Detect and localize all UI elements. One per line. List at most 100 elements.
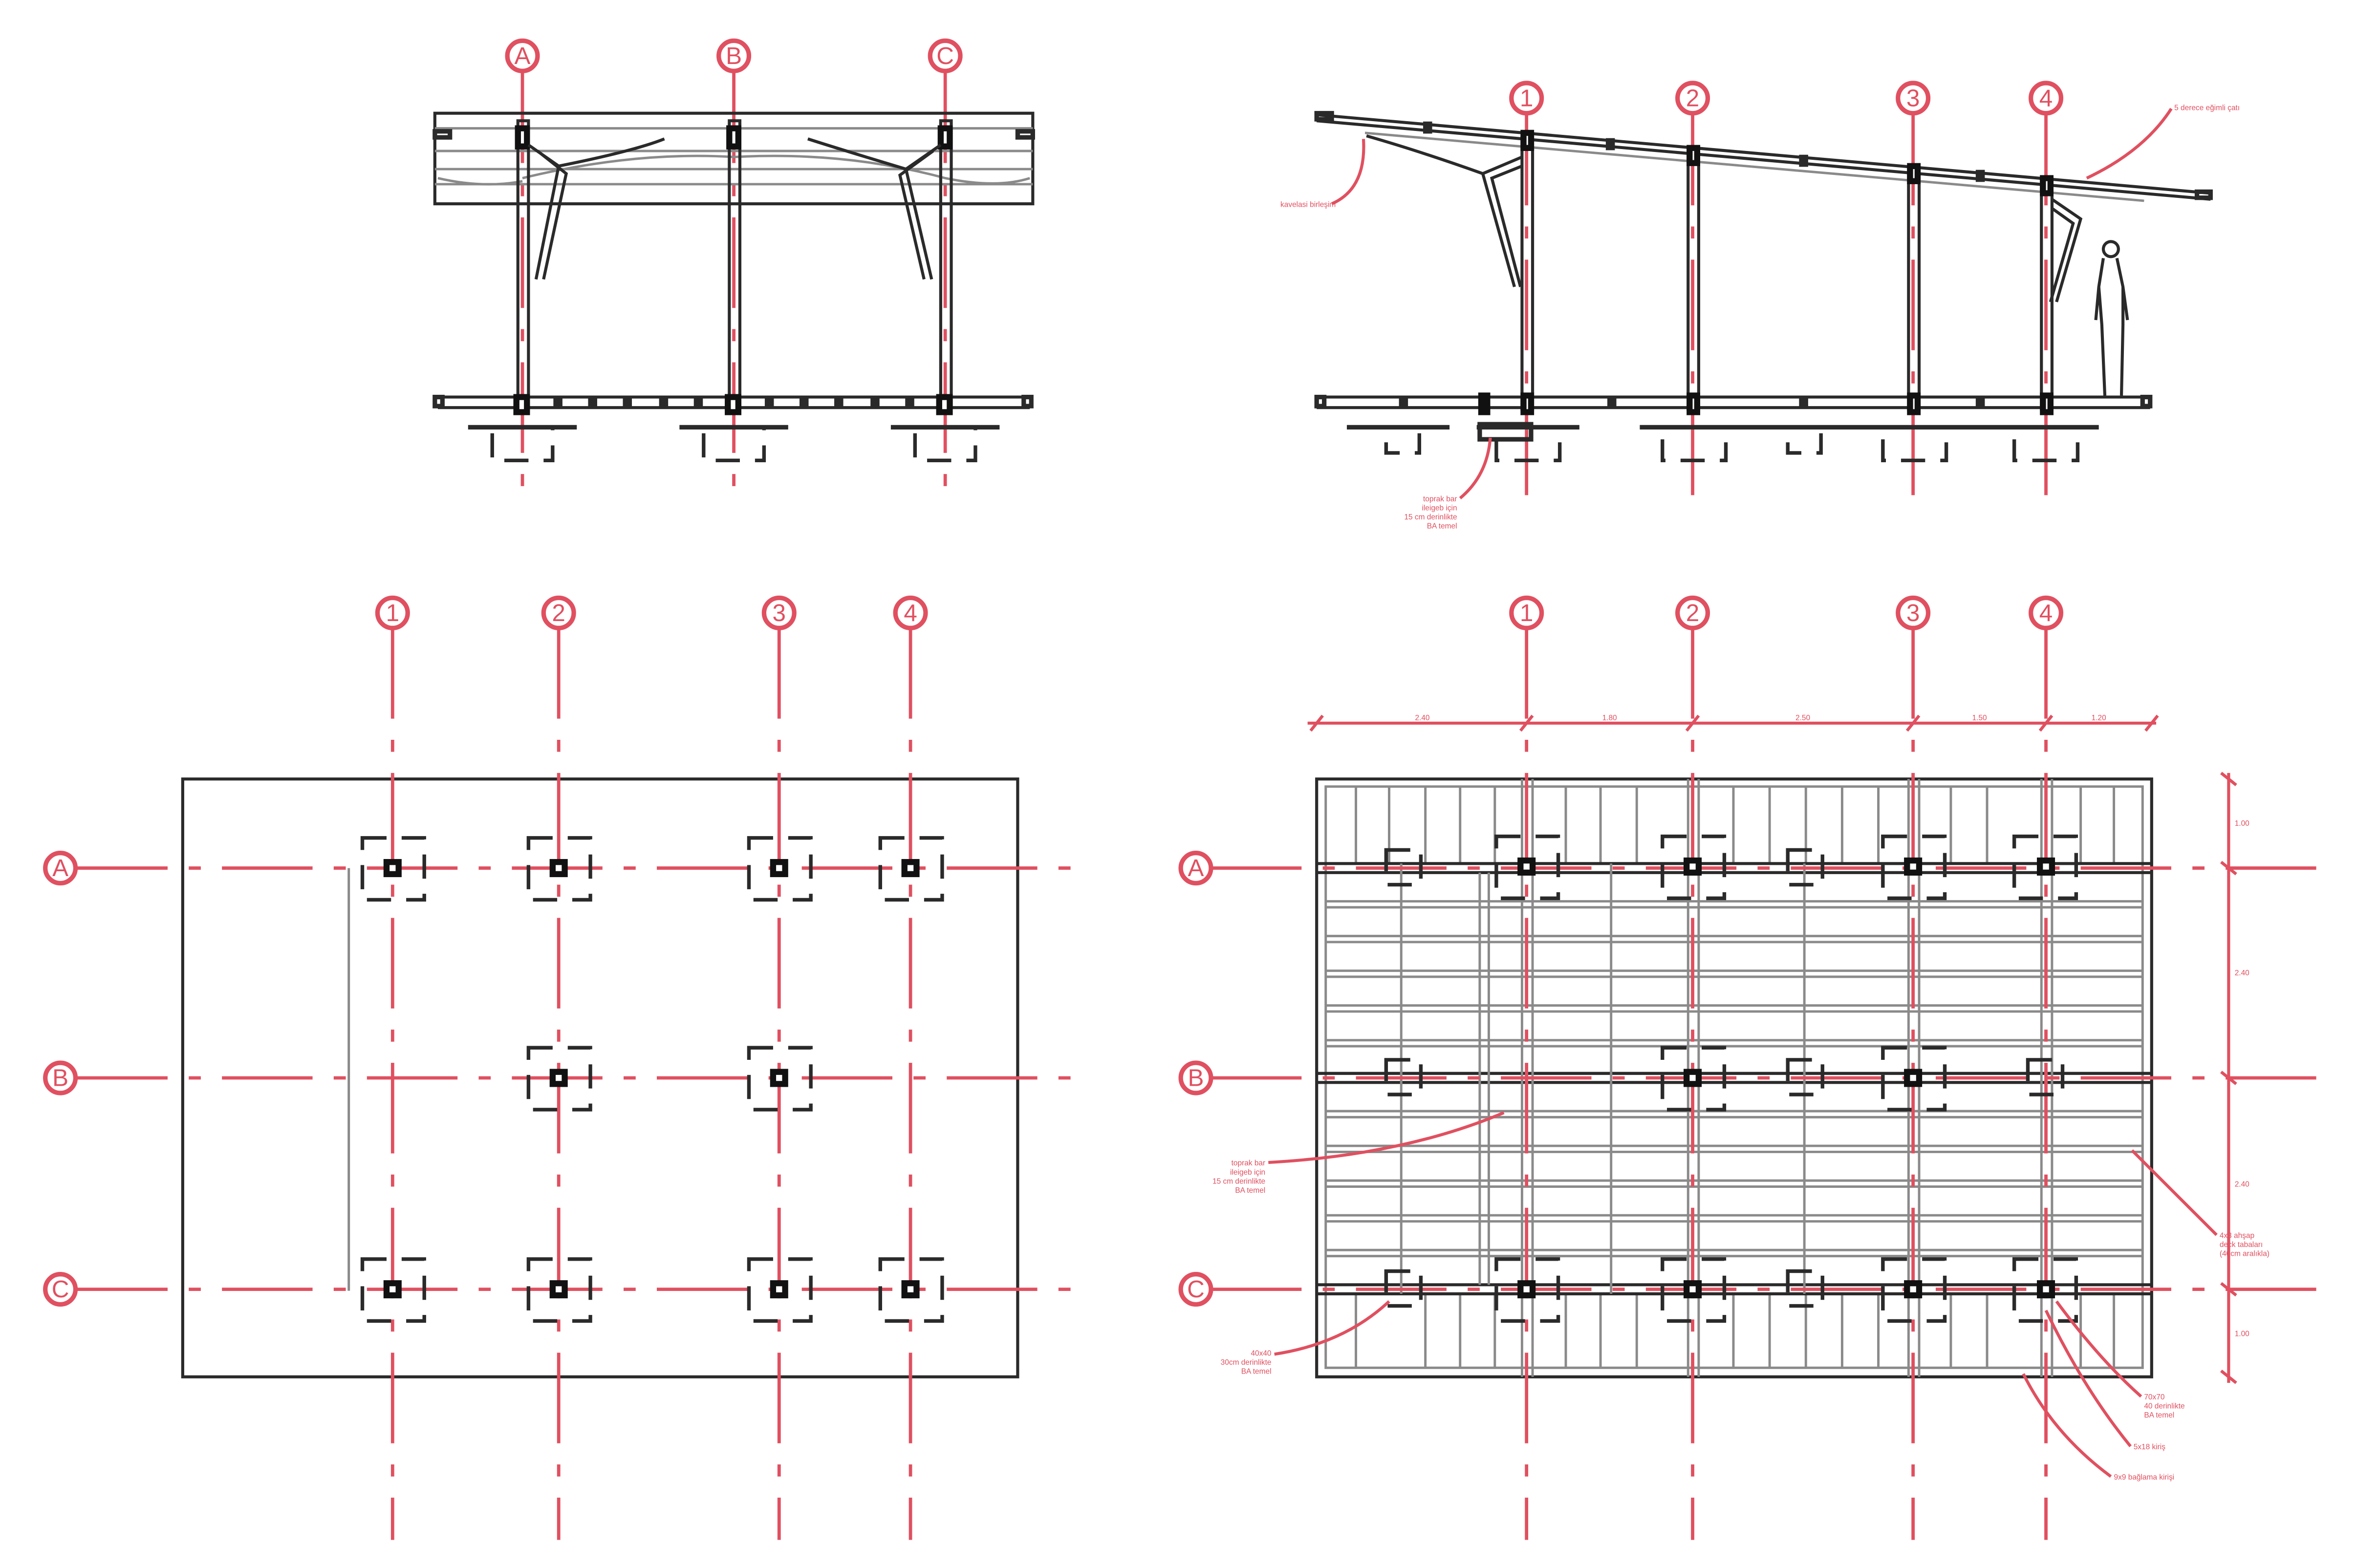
grid-bubble-a-framing: A <box>1178 851 1213 886</box>
front-elevation: A B C <box>432 38 1035 506</box>
grid-bubble-c-framing: C <box>1178 1272 1213 1307</box>
svg-text:3: 3 <box>773 600 786 626</box>
horizontal-dimensions: 2.40 1.80 2.50 1.50 1.20 <box>1307 714 2159 732</box>
joint-label: kavelasi birleşim <box>1280 200 1336 209</box>
pad-footing-label-2: 30cm derinlikte <box>1221 1358 1272 1367</box>
grid-bubble-3-section: 3 <box>1896 81 1931 116</box>
framing-footing-a1 <box>1494 834 1560 901</box>
framing-footing-c3 <box>1881 1257 1947 1323</box>
footing-c1 <box>360 1257 426 1323</box>
svg-text:B: B <box>52 1065 68 1092</box>
side-elevation: 1 2 3 4 <box>1280 81 2240 530</box>
svg-text:A: A <box>52 855 68 881</box>
dim-h-2: 1.80 <box>1602 714 1617 722</box>
column-footing-label-3: BA temel <box>2144 1411 2174 1419</box>
soil-beam-footing-label-2: ileigeb için <box>1422 504 1457 512</box>
grid-bubble-2-framing: 2 <box>1675 595 1710 630</box>
soil-beam-footing-label-4: BA temel <box>1427 522 1457 530</box>
beam-label: 5x18 kiriş <box>2134 1443 2165 1451</box>
tie-beam-note: 9x9 bağlama kirişi <box>2022 1373 2175 1482</box>
tie-beam-label: 9x9 bağlama kirişi <box>2114 1473 2175 1482</box>
foundation-plan: 1 2 3 4 A B C <box>43 595 1087 1540</box>
svg-text:4: 4 <box>2039 85 2053 111</box>
svg-text:1: 1 <box>1520 85 1533 111</box>
column-footing-label-1: 70x70 <box>2144 1393 2164 1401</box>
deck-floor-label-3: (40cm aralıkla) <box>2220 1250 2270 1258</box>
footing-a3 <box>747 836 813 902</box>
framing-footing-a2 <box>1661 834 1727 901</box>
section-post-3 <box>1907 163 1921 411</box>
soil-beam-footing-label-3: 15 cm derinlikte <box>1404 513 1457 521</box>
grid-bubble-2-section: 2 <box>1675 81 1710 116</box>
soil-beam-plan-label-3: 15 cm derinlikte <box>1212 1177 1265 1185</box>
framing-footing-c0 <box>1384 1269 1423 1308</box>
svg-text:2: 2 <box>1686 85 1700 111</box>
grid-bubble-c-foundation: C <box>43 1272 78 1307</box>
grid-bubble-b-framing: B <box>1178 1060 1213 1095</box>
footing-c3 <box>747 1257 813 1323</box>
framing-footing-c25 <box>1786 1269 1824 1308</box>
framing-footing-c1 <box>1494 1257 1560 1323</box>
soil-beam-plan-label-4: BA temel <box>1235 1186 1265 1195</box>
svg-text:2: 2 <box>1686 600 1700 626</box>
svg-text:1: 1 <box>1520 600 1533 626</box>
svg-text:A: A <box>515 43 531 69</box>
footing-c2 <box>526 1257 592 1323</box>
column-footing-label-2: 40 derinlikte <box>2144 1402 2184 1411</box>
soil-beam-footing-label-1: toprak bar <box>1423 495 1457 503</box>
grid-bubble-1-section: 1 <box>1509 81 1544 116</box>
svg-text:C: C <box>52 1276 69 1303</box>
grid-bubble-a-foundation: A <box>43 851 78 886</box>
grid-bubble-4-section: 4 <box>2028 81 2064 116</box>
framing-plan: 1 2 3 4 A B C <box>1178 595 2333 1540</box>
soil-beam-plan-label-2: ileigeb için <box>1230 1168 1265 1177</box>
dim-v-3: 2.40 <box>2235 1180 2249 1188</box>
soil-beam-plan-label-1: toprak bar <box>1232 1159 1266 1167</box>
deck-floor-label-2: deck tabaları <box>2220 1241 2263 1249</box>
column-footing-note: 70x70 40 derinlikte BA temel <box>2055 1300 2185 1419</box>
grid-bubble-4-framing: 4 <box>2028 595 2064 630</box>
framing-footing-b0 <box>1384 1058 1423 1096</box>
footing-a1 <box>360 836 426 902</box>
pad-footing-label-1: 40x40 <box>1251 1350 1271 1358</box>
svg-text:B: B <box>1188 1065 1204 1092</box>
section-post-4 <box>2040 175 2083 411</box>
pad-footing-note: 40x40 30cm derinlikte BA temel <box>1221 1300 1390 1376</box>
grid-bubble-b-elevation: B <box>716 38 752 73</box>
framing-footing-c4 <box>2012 1257 2078 1323</box>
framing-footing-a3 <box>1881 834 1947 901</box>
svg-text:C: C <box>936 43 954 69</box>
dim-h-4: 1.50 <box>1972 714 1987 722</box>
dim-v-2: 2.40 <box>2235 969 2249 977</box>
framing-footing-a25 <box>1786 848 1824 887</box>
beam-note: 5x18 kiriş <box>2044 1310 2165 1451</box>
vertical-dimensions: 1.00 2.40 2.40 1.00 <box>2220 772 2249 1384</box>
svg-text:1: 1 <box>386 600 400 626</box>
svg-text:C: C <box>1187 1276 1205 1303</box>
svg-text:4: 4 <box>2039 600 2053 626</box>
footing-b2 <box>526 1046 592 1112</box>
grid-bubble-a-elevation: A <box>505 38 540 73</box>
dim-h-5: 1.20 <box>2092 714 2106 722</box>
svg-text:2: 2 <box>552 600 565 626</box>
section-post-2 <box>1687 145 1700 411</box>
dim-h-1: 2.40 <box>1415 714 1429 722</box>
deck-floor-note: 4x3 ahşap deck tabaları (40cm aralıkla) <box>2131 1149 2270 1258</box>
framing-footing-b2 <box>1661 1046 1727 1112</box>
footing-a4 <box>878 836 944 902</box>
footing-b3 <box>747 1046 813 1112</box>
dim-h-3: 2.50 <box>1795 714 1810 722</box>
svg-text:3: 3 <box>1906 85 1920 111</box>
dim-v-4: 1.00 <box>2235 1330 2249 1338</box>
grid-bubble-b-foundation: B <box>43 1060 78 1095</box>
grid-bubble-2-foundation: 2 <box>541 595 576 630</box>
footing-a2 <box>526 836 592 902</box>
dim-v-1: 1.00 <box>2235 819 2249 828</box>
grid-bubble-4-foundation: 4 <box>893 595 928 630</box>
svg-text:A: A <box>1188 855 1204 881</box>
footing-c4 <box>878 1257 944 1323</box>
framing-footing-b3 <box>1881 1046 1947 1112</box>
svg-text:4: 4 <box>904 600 917 626</box>
